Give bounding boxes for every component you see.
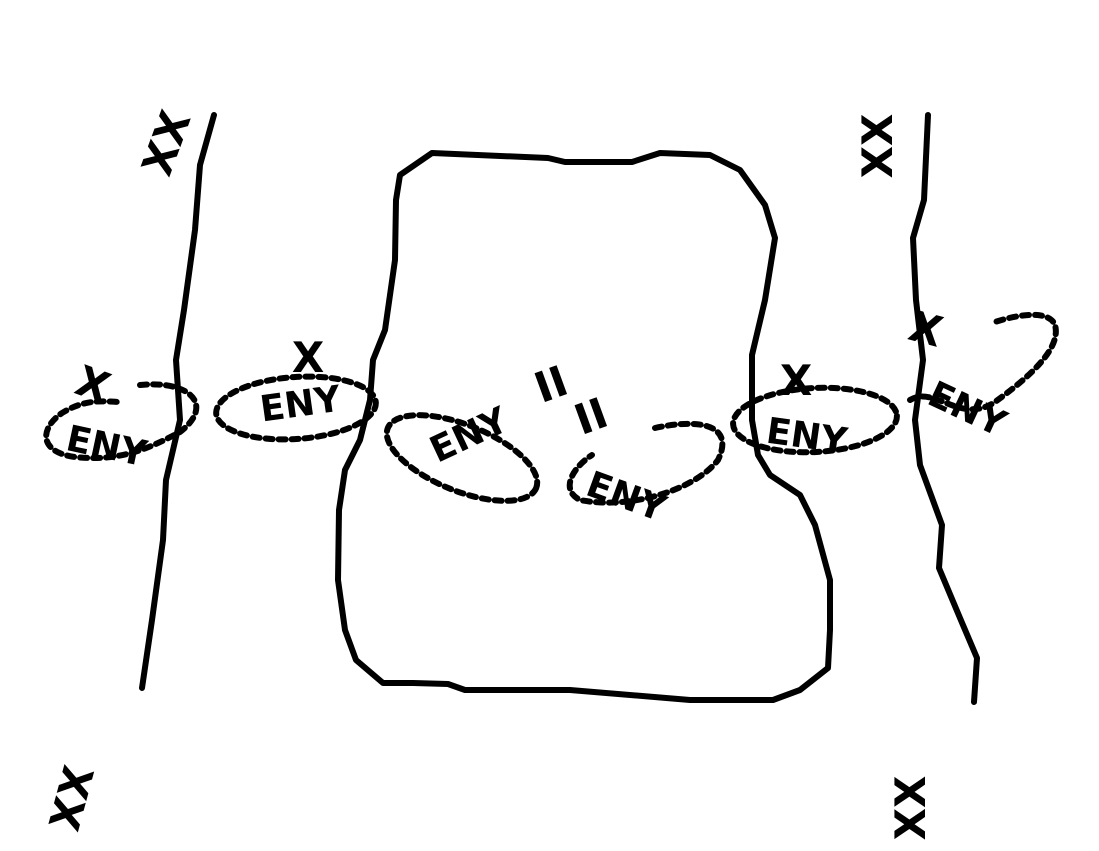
dotted-loop-1 [43,381,200,461]
dotted-loop-4 [566,420,726,506]
eny-label: ENY [922,374,1013,446]
left-boundary-line [139,112,217,691]
corner-label: XX [132,104,200,182]
x-label: X [780,356,812,405]
corner-label: XX [886,776,935,841]
eny-label: ENY [764,411,851,463]
eny-label: ENY [258,379,345,431]
right-boundary-line [910,112,980,705]
x-label: X [904,301,948,357]
dotted-loop-3 [383,412,541,504]
dotted-loop-5 [730,384,900,456]
eny-label: ENY [424,400,515,472]
x-label: X [292,333,324,382]
eny-label: ENY [63,418,151,475]
dotted-loop-6 [907,311,1059,413]
ii-label: II [568,388,614,445]
dotted-loop-2 [213,373,379,443]
ii-label: II [528,356,574,413]
corner-label: XX [40,761,104,836]
eny-label: ENY [581,464,672,530]
corner-label: XX [853,114,902,179]
